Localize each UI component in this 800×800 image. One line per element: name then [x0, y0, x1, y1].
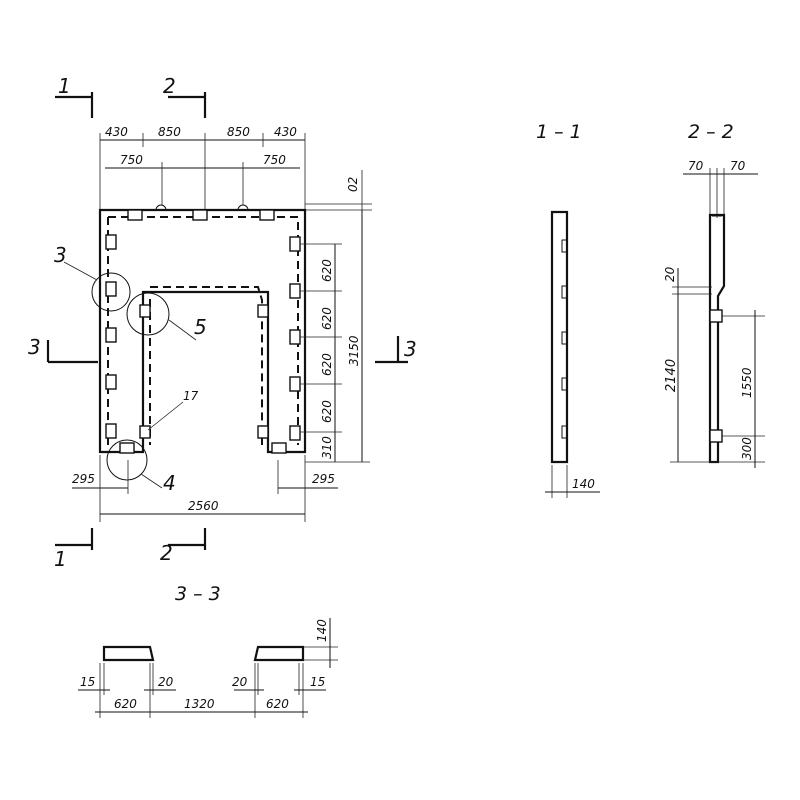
dim-label: 430	[274, 125, 297, 139]
right-dimensions: 620 620 620 620 310 3150	[300, 210, 370, 463]
dim-label: 620	[266, 697, 289, 711]
section-3-3: 3 – 3 140 15 20 20 15 620 1320 620	[78, 583, 338, 718]
top-dimensions: 430 850 850 430 750 750 02	[99, 125, 372, 215]
embedded-plates	[105, 209, 301, 454]
dim-label: 430	[105, 125, 128, 139]
cut-marker-1-bottom: 1	[54, 528, 94, 571]
cut-label: 1	[54, 547, 67, 571]
dim-label: 300	[740, 437, 754, 460]
cut-label: 1	[58, 74, 71, 98]
dim-label: 140	[315, 619, 329, 642]
bottom-dimensions: 295 295 2560	[72, 455, 338, 522]
dim-label: 20	[232, 675, 248, 689]
cut-marker-2-top: 2	[163, 74, 207, 118]
dim-label: 750	[263, 153, 286, 167]
plan-view: 1 2 430 850 850 430 750 750	[28, 74, 417, 571]
section-1-1: 1 – 1 140	[536, 121, 600, 498]
cut-label: 3	[404, 337, 417, 361]
dim-label: 295	[312, 472, 335, 486]
dim-label: 310	[320, 436, 334, 459]
dim-label: 2560	[188, 499, 219, 513]
cut-marker-3: 3 3	[28, 335, 417, 364]
callout-label: 4	[163, 471, 176, 495]
section-title: 3 – 3	[175, 583, 221, 605]
callouts: 3 5 17 4	[54, 243, 207, 495]
dim-label: 02	[346, 177, 360, 192]
dim-label: 850	[227, 125, 250, 139]
dim-label: 70	[730, 159, 746, 173]
cut-label: 2	[160, 541, 173, 565]
dim-label: 620	[320, 353, 334, 376]
dim-label: 70	[688, 159, 704, 173]
dim-label: 750	[120, 153, 143, 167]
dim-label: 20	[663, 266, 677, 282]
dim-label: 3150	[347, 335, 361, 366]
section-title: 2 – 2	[688, 121, 734, 143]
dim-label: 140	[572, 477, 595, 491]
dim-label: 620	[320, 307, 334, 330]
callout-label: 17	[183, 389, 199, 403]
dim-label: 2140	[664, 359, 679, 392]
dim-label: 850	[158, 125, 181, 139]
cut-marker-2-bottom: 2	[160, 528, 207, 565]
callout-label: 3	[54, 243, 67, 267]
cut-marker-1-top: 1	[55, 74, 94, 118]
dim-label: 15	[80, 675, 95, 689]
dim-label: 1550	[740, 367, 754, 398]
dim-label: 620	[320, 400, 334, 423]
cut-label: 2	[163, 74, 176, 98]
section-2-2: 2 – 2 70 70 20 2140 1550 300	[663, 121, 765, 468]
dim-label: 1320	[184, 697, 215, 711]
dim-label: 620	[320, 259, 334, 282]
cut-label: 3	[28, 335, 41, 359]
dim-label: 620	[114, 697, 137, 711]
dim-label: 295	[72, 472, 95, 486]
section-title: 1 – 1	[536, 121, 582, 143]
dim-label: 20	[158, 675, 174, 689]
callout-label: 5	[194, 315, 207, 339]
dim-label: 15	[310, 675, 325, 689]
